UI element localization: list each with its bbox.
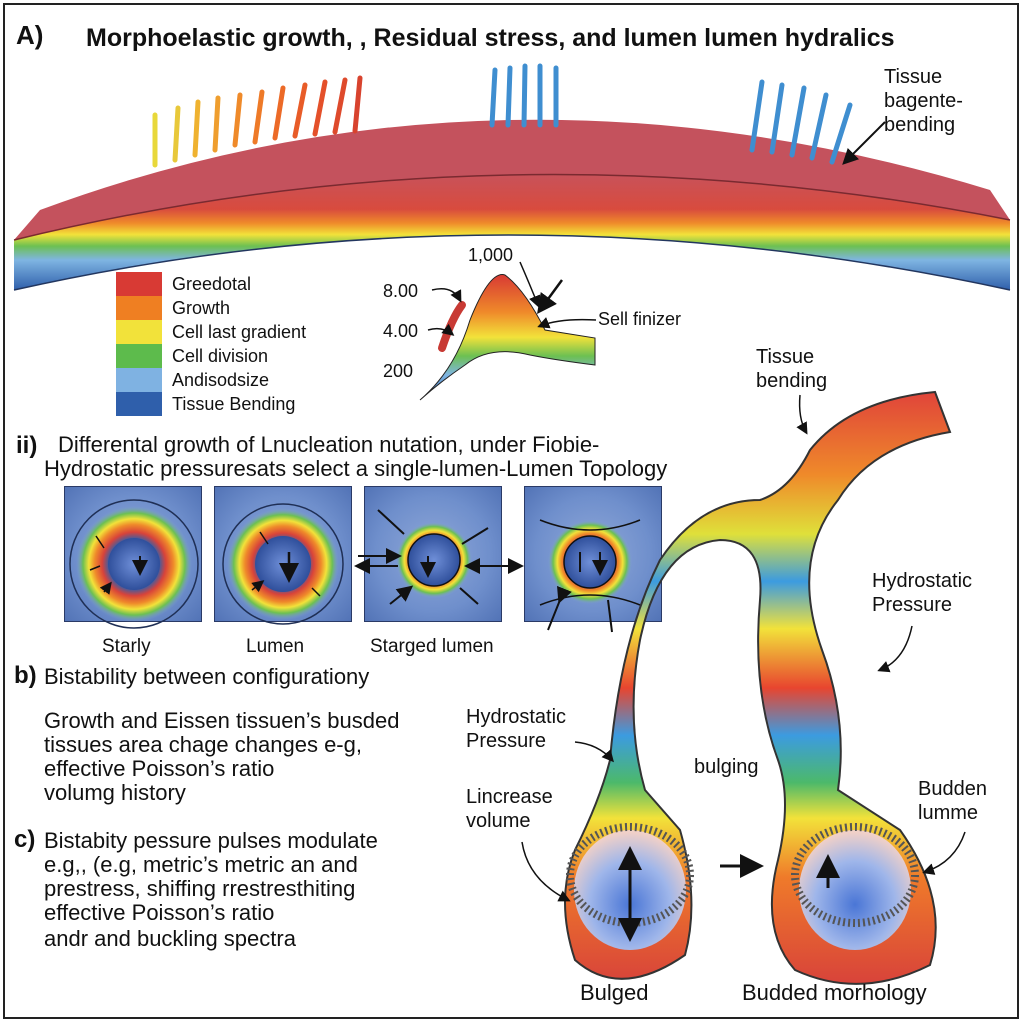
budden-label-2: lumme [918,802,979,824]
tissue-bending-top-label-1: Tissue [884,66,943,88]
section-c-body-4: effective Poisson’s ratio [44,900,275,925]
tissue-bending-top-label-3: bending [884,114,956,136]
legend-item: Tissue Bending [116,392,306,416]
legend-item: Andisodsize [116,368,306,392]
peak-annotation: Sell finizer [598,309,682,329]
peak-label-8: 8.00 [383,281,419,301]
section-b-body-2: tissues area chage changes e-g, [44,732,362,757]
panel-2-label: Lumen [246,636,305,657]
peak-label-200: 200 [383,361,414,381]
section-ii-line1: Differental growth of Lnucleation nutati… [58,432,600,457]
legend-label: Andisodsize [172,369,270,390]
section-c-body-2: e.g,, (e.g, metric’s metric an and [44,852,358,877]
peak-label-4: 4.00 [383,321,419,341]
figure-frame [3,3,1019,1019]
cilia-cluster-left [152,75,363,168]
legend-label: Growth [172,297,231,318]
panel-1-label: Starly [102,636,151,657]
section-b-body-4: volumg history [44,780,186,805]
section-b-letter: b) [14,662,37,689]
legend-swatch [116,344,162,368]
budden-label-1: Budden [918,778,987,800]
legend-label: Cell last gradient [172,321,307,342]
tissue-bending-label-1: Tissue [756,346,815,368]
figure-title: Morphoelastic growth, , Residual stress,… [86,24,895,52]
legend-label: Cell division [172,345,269,366]
section-c-body-1: Bistabity pessure pulses modulate [44,828,378,853]
legend-swatch [116,368,162,392]
branching-diagram [521,390,966,985]
legend-swatch [116,272,162,296]
panel-2-graphic [222,503,344,625]
legend-item: Greedotal [116,272,306,296]
section-c-letter: c) [14,826,36,853]
legend-item: Cell division [116,344,306,368]
hydrostatic-right-label-1: Hydrostatic [872,570,973,592]
bulged-label: Bulged [580,980,649,1005]
lincrease-label-1: Lincrease [466,786,553,808]
section-b-body-3: effective Poisson’s ratio [44,756,275,781]
section-ii-line2: Hydrostatic pressuresats select a single… [44,456,668,481]
section-b-heading: Bistability between configurationy [44,664,370,689]
hydrostatic-right-label-2: Pressure [872,594,953,616]
peak-plot [419,261,597,401]
cilia-cluster-right [749,79,853,165]
peak-label-top: 1,000 [468,245,514,265]
tissue-bending-top-label-2: bagente- [884,90,963,112]
panel-1-graphic [69,499,199,629]
legend-swatch [116,296,162,320]
color-legend: Greedotal Growth Cell last gradient Cell… [116,272,306,416]
tissue-band [13,119,1011,291]
legend-item: Cell last gradient [116,320,306,344]
cilia-cluster-center [489,63,559,128]
section-c-body-3: prestress, shiffing rrestresthiting [44,876,356,901]
section-b-body-1: Growth and Eissen tissuen’s busded [44,708,400,733]
bulging-label: bulging [694,756,759,778]
legend-label: Tissue Bending [172,393,296,414]
panel-letter-a: A) [16,20,44,50]
hydrostatic-left-label-2: Pressure [466,730,547,752]
panel-4-graphic [539,519,641,633]
panel-3-label: Starged lumen [370,636,494,657]
legend-item: Growth [116,296,306,320]
tissue-bending-label-2: bending [756,370,828,392]
budded-morphology-label: Budded morhology [742,980,927,1005]
section-c-body-5: andr and buckling spectra [44,926,296,951]
section-ii-number: ii) [16,432,38,459]
legend-swatch [116,320,162,344]
lincrease-label-2: volume [466,810,531,832]
panel-3-graphic [354,509,524,605]
legend-swatch [116,392,162,416]
tissue-band-arrow [842,121,886,165]
legend-label: Greedotal [172,273,252,294]
hydrostatic-left-label-1: Hydrostatic [466,706,567,728]
